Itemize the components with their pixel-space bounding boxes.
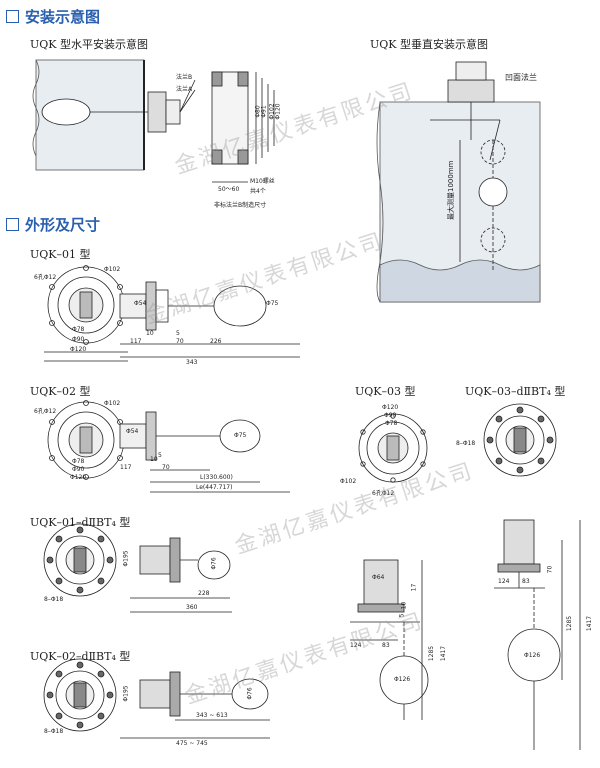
model-uqk01-label: UQK–01 型 [30,248,91,261]
model-uqk01d-label: UQK–01–dⅡBT₄ 型 [30,516,131,529]
uqk01-d90: Φ90 [72,336,85,343]
uqk01-d75: Φ75 [266,300,279,307]
uqk02-n70: 70 [162,464,170,471]
uqk02-d90: Φ90 [72,466,85,473]
dim-50-60: 50～60 [218,186,240,193]
uqk02-holes: 6孔Φ12 [34,408,57,415]
uqk02d-d195: Φ195 [122,685,130,702]
uqk01-d54: Φ54 [134,300,147,307]
model-uqk02-label: UQK–02 型 [30,385,91,398]
section-dims-header: 外形及尺寸 [6,214,100,235]
model-uqk03d-label: UQK–03–dⅡBT₄ 型 [465,385,566,398]
horizontal-install-title: UQK 型水平安装示意图 [30,38,149,51]
uqk02-l-range: L(330.600) [200,474,233,481]
screw-label: M10螺丝 [250,178,275,185]
model-uqk03-label: UQK–03 型 [355,385,416,398]
uqk02-n10: 10 [150,456,158,463]
checkbox-square-icon [6,218,19,231]
uqk02-d78: Φ78 [72,458,85,465]
long-rod-drawing [350,559,429,720]
uqk01-d120: Φ120 [70,346,87,353]
tall-d126: Φ126 [524,652,541,659]
uqk01-n226: 226 [210,338,222,345]
section-install-header: 安装示意图 [6,6,100,27]
longrod-n5: 5 [398,613,406,618]
uqk01-n117: 117 [130,338,142,345]
uqk03-d90: Φ90 [384,412,397,419]
uqk01-holes: 6孔Φ12 [34,274,57,281]
section-install-title: 安装示意图 [25,8,101,26]
checkbox-square-icon [6,10,19,23]
uqk03-d102: Φ102 [340,478,357,485]
model-uqk02d-label: UQK–02–dⅡBT₄ 型 [30,650,131,663]
uqk02-d54: Φ54 [126,428,139,435]
uqk03-drawing [358,413,428,483]
uqk01d-n360: 360 [186,604,198,611]
concave-flange-label: 凹面法兰 [505,73,537,82]
uqk02d-range-475-745: 475 ~ 745 [176,740,208,747]
uqk03-d78: Φ78 [385,420,398,427]
longrod-n17: 17 [410,583,418,592]
uqk03-holes: 6孔Φ12 [372,490,395,497]
uqk02-n5: 5 [158,452,162,459]
max-range-label: 最大测量1000mm [447,160,455,220]
uqk02d-d76: Φ76 [246,687,254,700]
tall-n70: 70 [546,565,554,574]
uqk01-n343: 343 [186,359,198,366]
vertical-install-title: UQK 型垂直安装示意图 [370,38,489,51]
dim-d120: Φ120 [274,103,282,120]
install-note: 非标法兰B制造尺寸 [214,202,267,209]
uqk01d-d195: Φ195 [122,550,130,567]
longrod-n10: 10 [400,601,408,610]
uqk02-n117: 117 [120,464,132,471]
screw-count-label: 共4个 [250,188,266,195]
uqk01-drawing [44,265,300,362]
uqk01-n70: 70 [176,338,184,345]
uqk02-d102: Φ102 [104,400,121,407]
tall-vertical-drawing [494,519,581,750]
uqk02-d75: Φ75 [234,432,247,439]
uqk01d-n228: 228 [198,590,210,597]
tall-n1285: 1285 [566,615,574,632]
uqk02d-drawing [43,658,270,739]
uqk01d-drawing [43,523,232,613]
longrod-n124: 124 [350,642,362,649]
vertical-install-drawing [376,61,541,303]
tall-n1417: 1417 [586,615,594,632]
flange-b-label: 法兰B [176,74,193,81]
uqk03d-holes: 8–Φ18 [456,440,476,447]
uqk03-d120: Φ120 [382,404,399,411]
uqk02d-holes: 8–Φ18 [44,728,64,735]
uqk01-n10: 10 [146,330,154,337]
uqk02-drawing [47,400,290,493]
uqk03d-drawing [483,403,557,477]
uqk02-le-range: Le(447.717) [196,484,233,491]
uqk01d-d76: Φ76 [210,557,218,570]
tall-n83: 83 [522,578,530,585]
tall-n124: 124 [498,578,510,585]
uqk02-d120: Φ120 [70,474,87,481]
uqk01-n5: 5 [176,330,180,337]
uqk01d-holes: 8–Φ18 [44,596,64,603]
dim-d91: Φ91 [260,105,268,118]
uqk02d-range-343-613: 343 ~ 613 [196,712,228,719]
longrod-n1285: 1285 [428,645,436,662]
longrod-d126: Φ126 [394,676,411,683]
horizontal-install-drawing [32,59,275,183]
longrod-d64: Φ64 [372,574,385,581]
longrod-n1417: 1417 [440,645,448,662]
longrod-n83: 83 [382,642,390,649]
flange-a-label: 法兰A [176,86,193,93]
uqk01-d78: Φ78 [72,326,85,333]
uqk01-d102: Φ102 [104,266,121,273]
section-dims-title: 外形及尺寸 [25,216,101,234]
